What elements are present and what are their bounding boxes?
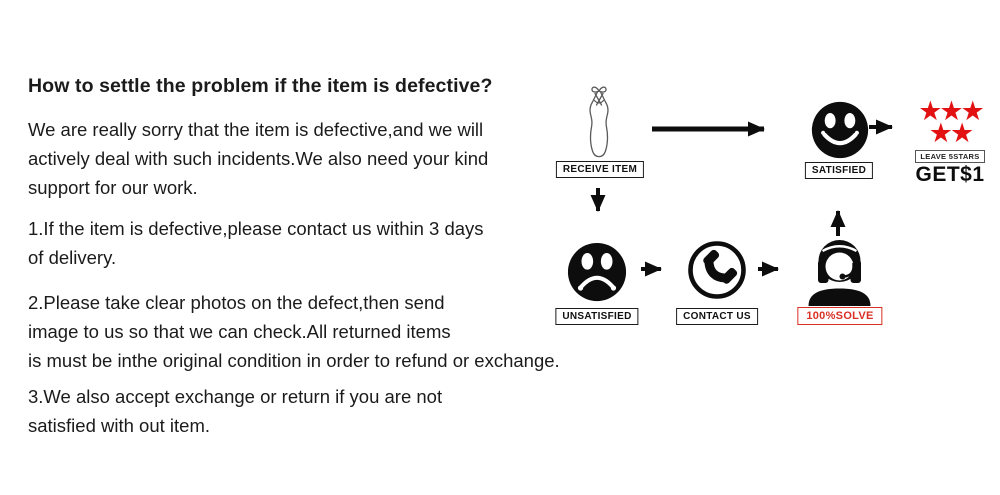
page-title: How to settle the problem if the item is… — [28, 75, 493, 97]
intro-line: support for our work. — [28, 177, 198, 198]
policy-line: satisfied with out item. — [28, 415, 210, 436]
policy-point-1: 1.If the item is defective,please contac… — [28, 214, 668, 272]
satisfied-label: SATISFIED — [804, 162, 874, 179]
phone-icon — [688, 241, 746, 299]
five-stars-icon: ★★ — [928, 118, 974, 148]
customer-service-icon — [808, 240, 871, 306]
contact-us-label: CONTACT US — [676, 308, 758, 325]
five-stars-icon: ★★★ — [918, 96, 985, 126]
happy-face-icon — [811, 101, 869, 159]
policy-line: image to us so that we can check.All ret… — [28, 321, 451, 342]
sad-face-icon — [567, 242, 627, 302]
policy-line: of delivery. — [28, 247, 117, 268]
policy-line: 2.Please take clear photos on the defect… — [28, 292, 445, 313]
policy-point-2: 2.Please take clear photos on the defect… — [28, 288, 668, 375]
intro-line: actively deal with such incidents.We als… — [28, 148, 489, 169]
policy-point-3: 3.We also accept exchange or return if y… — [28, 382, 668, 440]
reward-text: GET$1 — [915, 163, 985, 186]
leave-stars-label: LEAVE 5STARS — [915, 150, 985, 163]
receive-item-label: RECEIVE ITEM — [555, 161, 645, 178]
unsatisfied-label: UNSATISFIED — [555, 308, 639, 325]
policy-line: 1.If the item is defective,please contac… — [28, 218, 484, 239]
reward-node: ★★★ ★★ LEAVE 5STARS GET$1 — [914, 96, 986, 186]
solve-label: 100%SOLVE — [797, 307, 883, 325]
policy-line: is must be inthe original condition in o… — [28, 350, 560, 371]
intro-line: We are really sorry that the item is def… — [28, 119, 484, 140]
intro-paragraph: We are really sorry that the item is def… — [28, 115, 668, 202]
dress-icon — [589, 86, 609, 158]
policy-line: 3.We also accept exchange or return if y… — [28, 386, 443, 407]
